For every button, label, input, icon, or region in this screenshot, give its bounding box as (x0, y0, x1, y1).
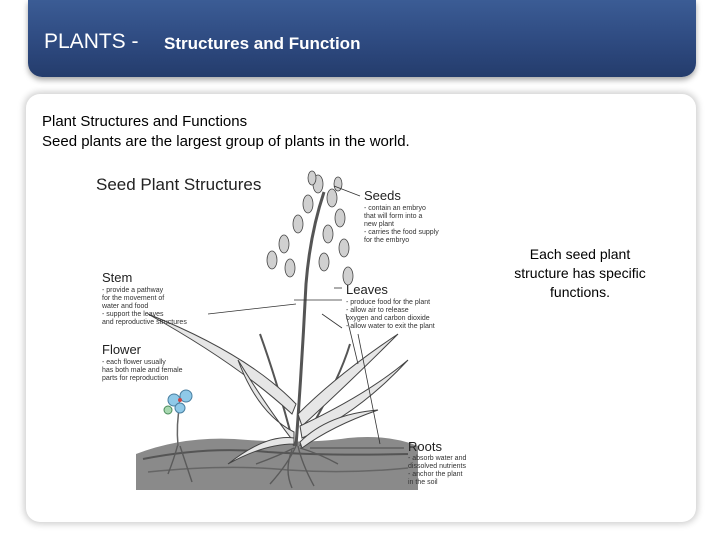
svg-text:for the embryo: for the embryo (364, 237, 409, 244)
diagram-title: Seed Plant Structures (96, 175, 261, 194)
slide-subtitle: Structures and Function (164, 34, 361, 53)
svg-text:- provide a pathway: - provide a pathway (102, 287, 164, 294)
label-roots: Roots (408, 439, 442, 454)
svg-text:parts for reproduction: parts for reproduction (102, 375, 169, 382)
svg-text:- support the leaves: - support the leaves (102, 311, 164, 318)
desc-stem: - provide a pathway for the movement of … (101, 287, 187, 326)
svg-text:- allow air to release: - allow air to release (346, 307, 409, 314)
svg-text:dissolved nutrients: dissolved nutrients (408, 463, 466, 470)
svg-text:- absorb water and: - absorb water and (408, 455, 466, 462)
desc-leaves: - produce food for the plant - allow air… (346, 299, 435, 330)
svg-text:that will form into a: that will form into a (364, 213, 422, 220)
side-note: Each seed plant structure has specific f… (514, 246, 646, 300)
svg-text:in the soil: in the soil (408, 479, 438, 486)
desc-seeds: - contain an embryo that will form into … (364, 205, 439, 244)
svg-text:and reproductive structures: and reproductive structures (102, 319, 187, 326)
roots-illustration (167, 443, 339, 489)
svg-text:- anchor the plant: - anchor the plant (408, 471, 463, 478)
title-bar: PLANTS - Structures and Function (28, 0, 696, 77)
svg-text:- produce food for the plant: - produce food for the plant (346, 299, 430, 306)
desc-roots: - absorb water and dissolved nutrients -… (408, 455, 466, 486)
slide-title: PLANTS - (44, 30, 139, 53)
svg-text:- allow water to exit the plan: - allow water to exit the plant (346, 323, 435, 330)
content-subheading: Seed plants are the largest group of pla… (42, 133, 410, 150)
label-leaves: Leaves (346, 282, 388, 297)
desc-flower: - each flower usually has both male and … (102, 359, 183, 382)
svg-text:oxygen and carbon dioxide: oxygen and carbon dioxide (346, 315, 430, 322)
leaves-illustration (147, 313, 409, 465)
content-heading: Plant Structures and Functions (42, 113, 248, 130)
leader-lines (207, 185, 404, 449)
svg-text:- each flower usually: - each flower usually (102, 359, 166, 366)
label-stem: Stem (102, 270, 132, 285)
svg-text:- carries the food supply: - carries the food supply (364, 229, 439, 236)
seed-head-illustration (266, 170, 354, 286)
svg-text:- contain an embryo: - contain an embryo (364, 205, 426, 212)
svg-text:has both male and female: has both male and female (102, 367, 183, 374)
label-seeds: Seeds (364, 188, 401, 203)
flower-illustration (163, 389, 193, 447)
svg-text:water and food: water and food (101, 303, 148, 310)
label-flower: Flower (102, 342, 142, 357)
seed-plant-diagram: Seed Plant Structures (88, 164, 484, 490)
svg-text:new plant: new plant (364, 221, 394, 228)
svg-text:for the movement of: for the movement of (102, 295, 164, 302)
